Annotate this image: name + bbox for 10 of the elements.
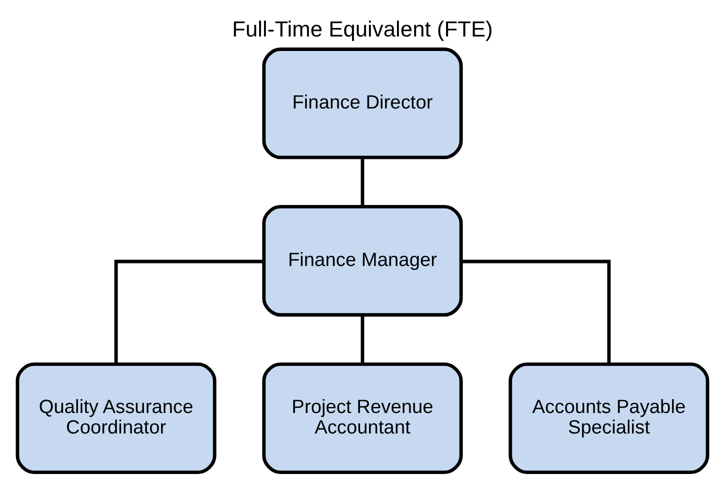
- connector: [360, 158, 364, 206]
- connector: [114, 260, 264, 364]
- node-box: Accounts Payable Specialist: [508, 362, 709, 474]
- node-box: Finance Director: [262, 48, 462, 160]
- node-box: Quality Assurance Coordinator: [15, 362, 216, 474]
- node-box: Project Revenue Accountant: [262, 362, 462, 474]
- diagram-title: Full-Time Equivalent (FTE): [232, 16, 492, 42]
- node-box: Finance Manager: [262, 205, 462, 317]
- connector: [460, 260, 610, 364]
- connector: [360, 315, 364, 364]
